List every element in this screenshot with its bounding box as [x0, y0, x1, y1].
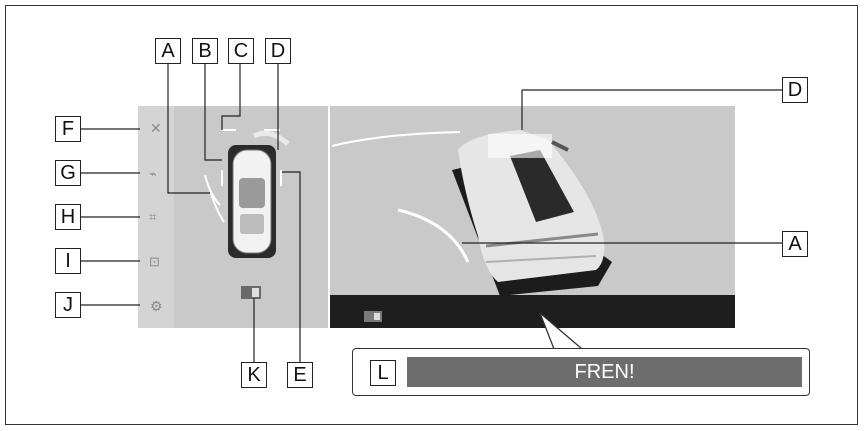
brake-warning-message: FREN! [407, 357, 802, 387]
warning-callout: L FREN! [352, 348, 810, 396]
label-l: L [370, 360, 396, 386]
